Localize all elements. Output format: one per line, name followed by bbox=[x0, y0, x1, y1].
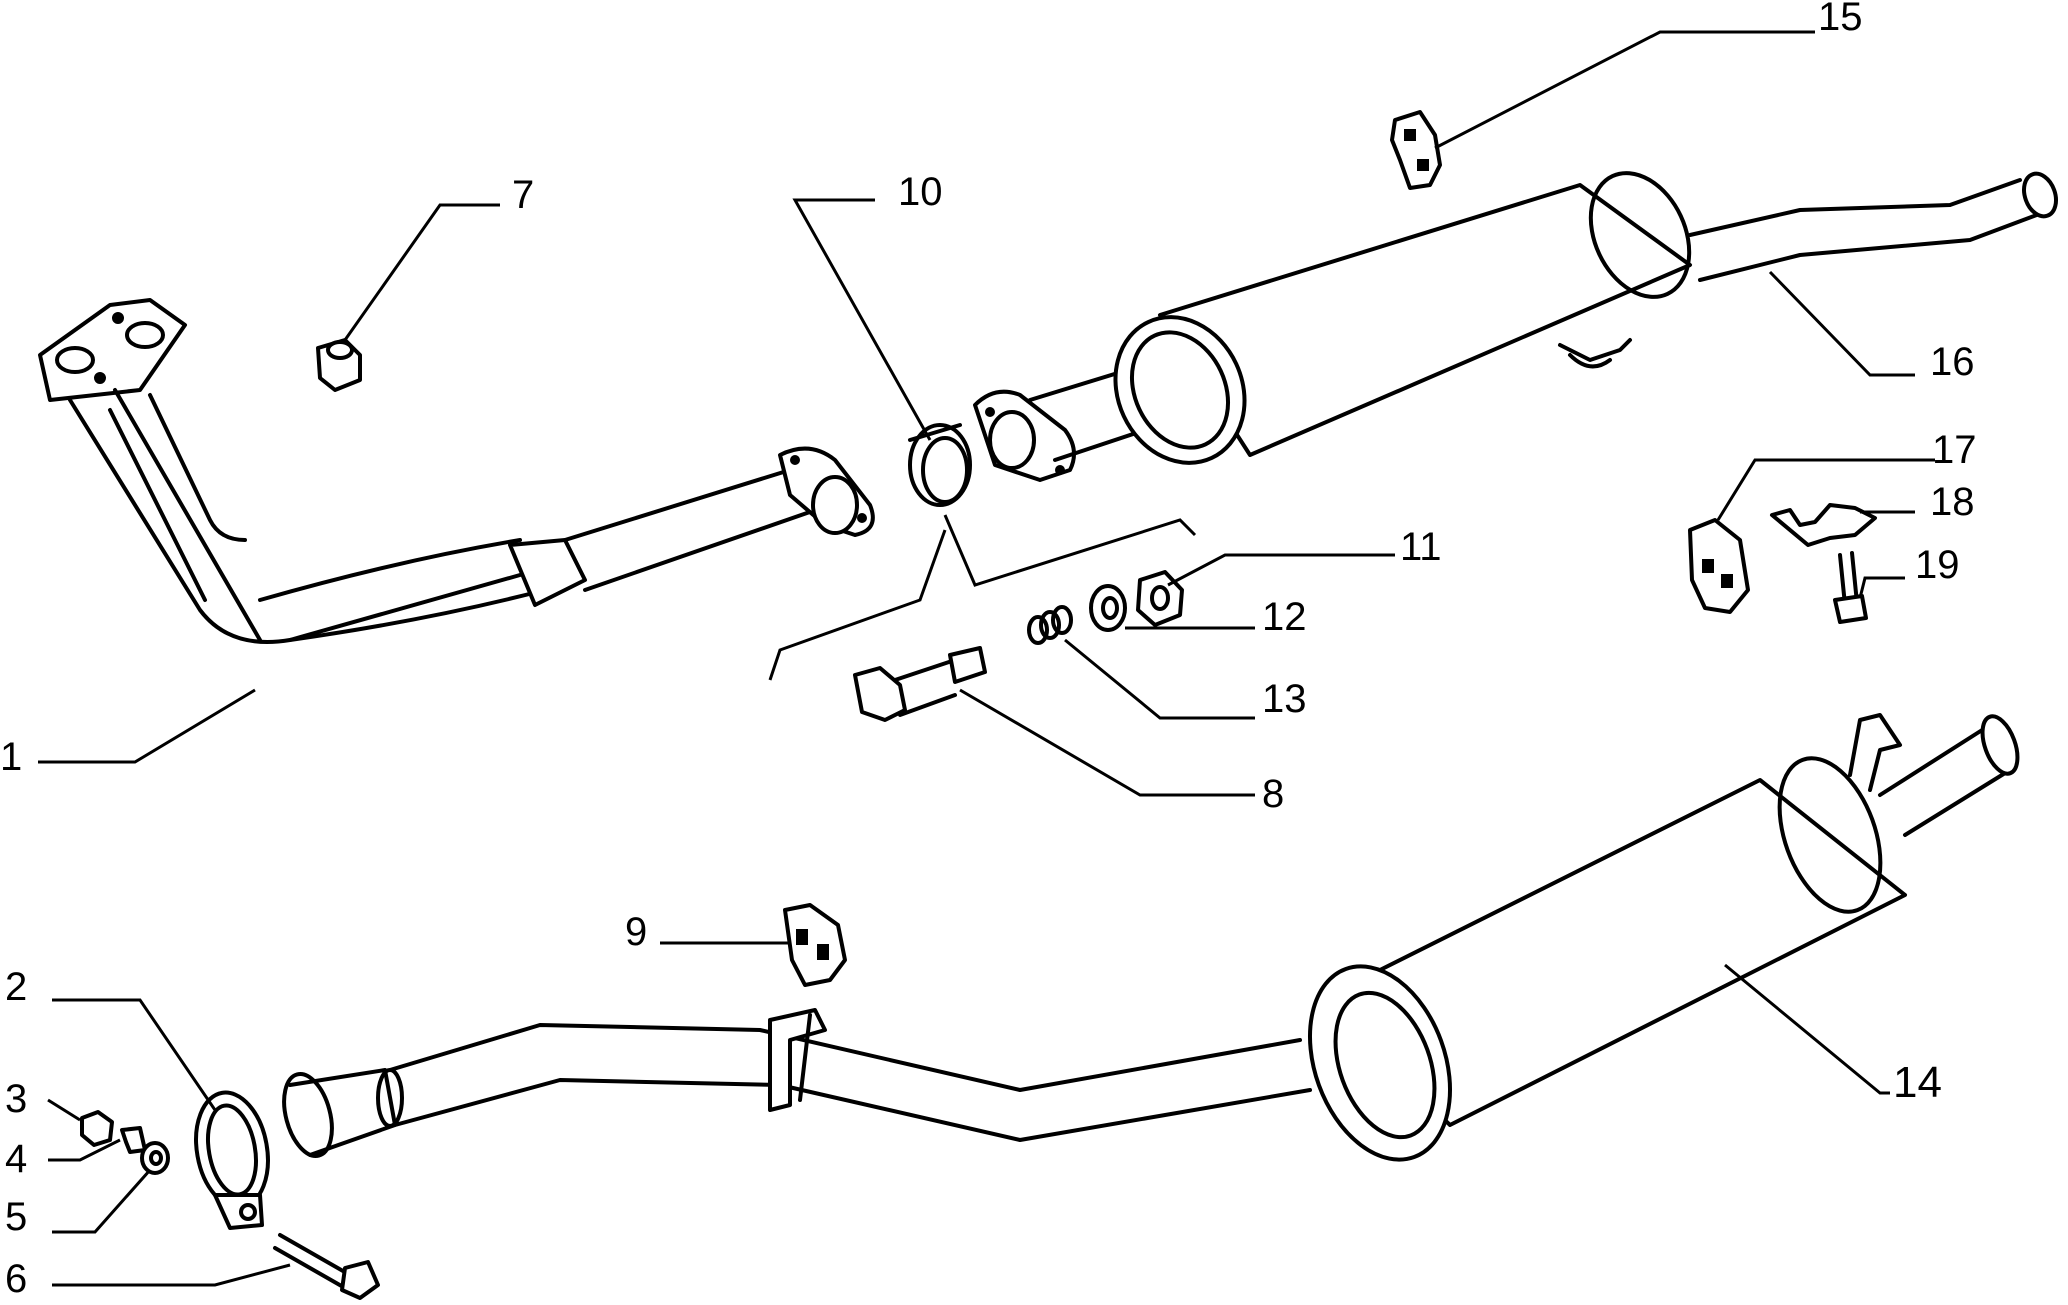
detail-bracket bbox=[943, 514, 1197, 587]
callout-18: 18 bbox=[1930, 480, 1975, 524]
part-8-bolt bbox=[853, 646, 987, 722]
callout-14: 14 bbox=[1893, 1058, 1942, 1107]
part-3-nut bbox=[80, 1110, 114, 1147]
part-16-center-silencer bbox=[973, 171, 2058, 482]
leader-1 bbox=[38, 688, 256, 764]
callout-5: 5 bbox=[5, 1195, 27, 1239]
callout-17: 17 bbox=[1932, 428, 1977, 472]
part-7-nut bbox=[316, 338, 362, 392]
callout-6: 6 bbox=[5, 1257, 27, 1301]
part-1-front-downpipe bbox=[38, 298, 875, 644]
leader-15 bbox=[1434, 30, 1815, 150]
callout-15: 15 bbox=[1818, 0, 1863, 39]
detail-bracket-left bbox=[768, 529, 947, 681]
leader-6 bbox=[52, 1263, 291, 1287]
callout-10: 10 bbox=[898, 170, 943, 214]
leader-8 bbox=[959, 688, 1255, 797]
leader-4 bbox=[48, 1138, 121, 1162]
callout-13: 13 bbox=[1262, 677, 1307, 721]
leader-19 bbox=[1858, 576, 1905, 599]
part-13-spring bbox=[1027, 605, 1073, 645]
leader-2 bbox=[52, 998, 217, 1111]
callout-8: 8 bbox=[1262, 772, 1284, 816]
leader-5 bbox=[52, 1169, 152, 1234]
part-4-clip bbox=[120, 1126, 147, 1154]
leader-7 bbox=[343, 203, 500, 341]
callout-4: 4 bbox=[5, 1137, 27, 1181]
part-15-rubber-mount bbox=[1390, 110, 1442, 190]
callout-1: 1 bbox=[0, 735, 22, 779]
part-14-rear-silencer bbox=[282, 713, 2020, 1162]
leader-lines bbox=[38, 30, 1935, 1287]
leader-3 bbox=[47, 1098, 81, 1122]
part-11-nut bbox=[1136, 570, 1184, 627]
callout-2: 2 bbox=[5, 965, 27, 1009]
part-5-washer bbox=[140, 1141, 170, 1175]
callout-3: 3 bbox=[5, 1077, 27, 1121]
part-17-rubber-mount bbox=[1688, 518, 1750, 614]
callout-7: 7 bbox=[512, 173, 534, 217]
part-6-bolt bbox=[273, 1233, 380, 1300]
callout-labels: 1 2 3 4 5 6 7 8 9 10 11 12 13 14 15 16 1… bbox=[0, 0, 1977, 1301]
leader-13 bbox=[1064, 638, 1255, 720]
leader-17 bbox=[1716, 458, 1935, 521]
callout-12: 12 bbox=[1262, 595, 1307, 639]
part-10-sealing-ring bbox=[908, 423, 972, 507]
callout-16: 16 bbox=[1930, 340, 1975, 384]
part-9-rubber-mount bbox=[783, 903, 847, 987]
part-2-clamp bbox=[194, 1090, 270, 1230]
callout-11: 11 bbox=[1400, 525, 1442, 569]
part-12-washer bbox=[1089, 584, 1127, 632]
part-19-screw bbox=[1833, 551, 1868, 624]
callout-19: 19 bbox=[1915, 543, 1960, 587]
callout-9: 9 bbox=[625, 910, 647, 954]
leader-11 bbox=[1167, 553, 1395, 587]
leader-10 bbox=[792, 198, 932, 441]
leader-14 bbox=[1724, 963, 1890, 1095]
leader-16 bbox=[1768, 270, 1915, 377]
part-18-bracket bbox=[1770, 503, 1877, 547]
